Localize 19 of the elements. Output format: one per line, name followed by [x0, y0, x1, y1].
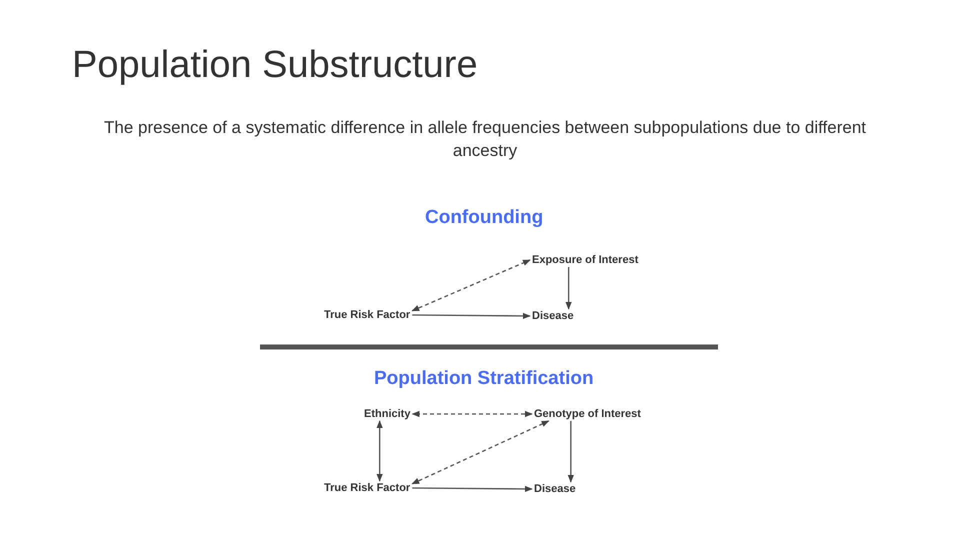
node-label: Exposure of Interest — [530, 253, 640, 267]
section-heading: Population Stratification — [374, 368, 594, 390]
arrow — [412, 486, 533, 492]
node-label: Genotype of Interest — [532, 407, 643, 421]
arrow — [412, 410, 533, 418]
node-label: True Risk Factor — [322, 308, 412, 322]
arrow — [566, 267, 572, 310]
arrow — [411, 259, 531, 312]
arrow — [376, 420, 383, 482]
arrow — [412, 312, 531, 320]
arrow — [568, 421, 574, 483]
node-label: True Risk Factor — [322, 481, 412, 495]
subtitle-text: The presence of a systematic difference in allele frequencies between subpopulations due to different ancestry — [102, 117, 868, 162]
node-label: Disease — [532, 482, 578, 496]
node-label: Disease — [530, 309, 576, 323]
arrow — [412, 420, 550, 484]
section-heading: Confounding — [425, 207, 544, 229]
node-label: Ethnicity — [362, 407, 412, 421]
slide-title: Population Substructure — [72, 44, 478, 87]
